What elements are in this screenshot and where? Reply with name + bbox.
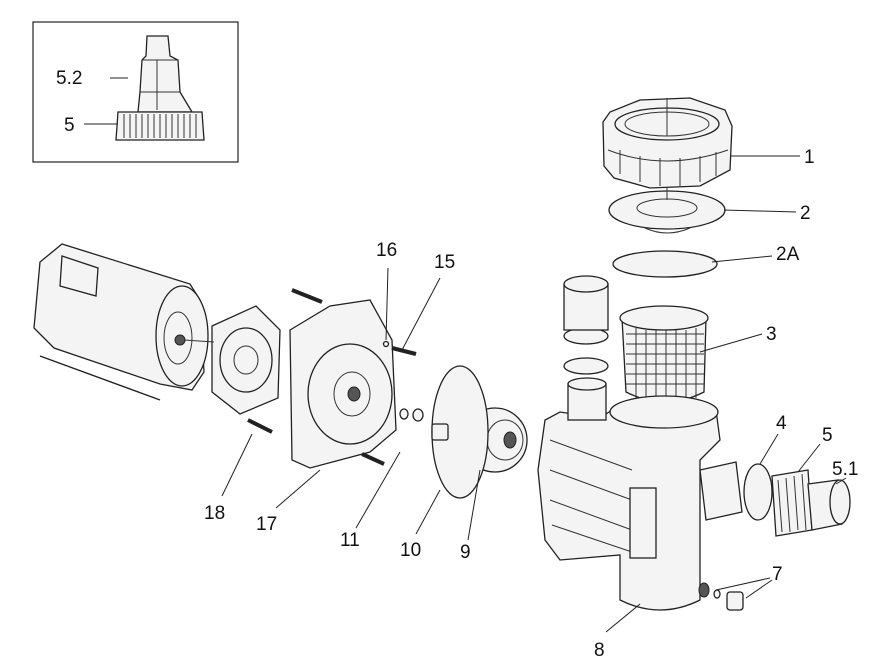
nut-ridges [123,114,197,138]
label-15: 15 [434,252,455,273]
callout-labels: 5.2 5 1 2 2A 3 4 5 5.1 7 8 9 10 11 15 16… [56,68,858,661]
part-4-oring [743,463,773,521]
part-7-drain-plugs [698,582,744,611]
bolts [247,288,417,466]
part-5-union-nut [771,469,813,537]
label-3: 3 [766,324,777,345]
label-7: 7 [772,564,783,585]
label-5-1: 5.1 [832,459,858,480]
part-1-lid-ring [602,97,733,189]
label-11: 11 [340,530,360,551]
label-5-2: 5.2 [56,68,82,89]
label-16: 16 [376,240,397,261]
label-10: 10 [400,540,421,561]
label-17: 17 [256,514,277,535]
label-5: 5 [822,425,833,446]
label-4: 4 [776,413,787,434]
part-5-1-union-tail [807,479,851,531]
leader-lines [221,155,847,633]
inset-detail [32,21,239,163]
part-3-basket [619,305,709,404]
motor-flange [211,305,281,415]
motor [33,243,215,401]
label-8: 8 [594,640,605,661]
part-2-lid [608,188,726,234]
label-5-inset: 5 [64,115,75,136]
label-9: 9 [460,542,471,563]
part-2A-oring [612,250,718,278]
label-2: 2 [800,203,811,224]
label-18: 18 [204,503,225,524]
label-1: 1 [804,147,815,168]
basket-mesh [626,328,704,404]
part-17-seal-plate [289,299,397,469]
part-8-pump-housing [537,275,743,611]
label-2A: 2A [776,244,800,265]
seal-parts [399,408,449,441]
